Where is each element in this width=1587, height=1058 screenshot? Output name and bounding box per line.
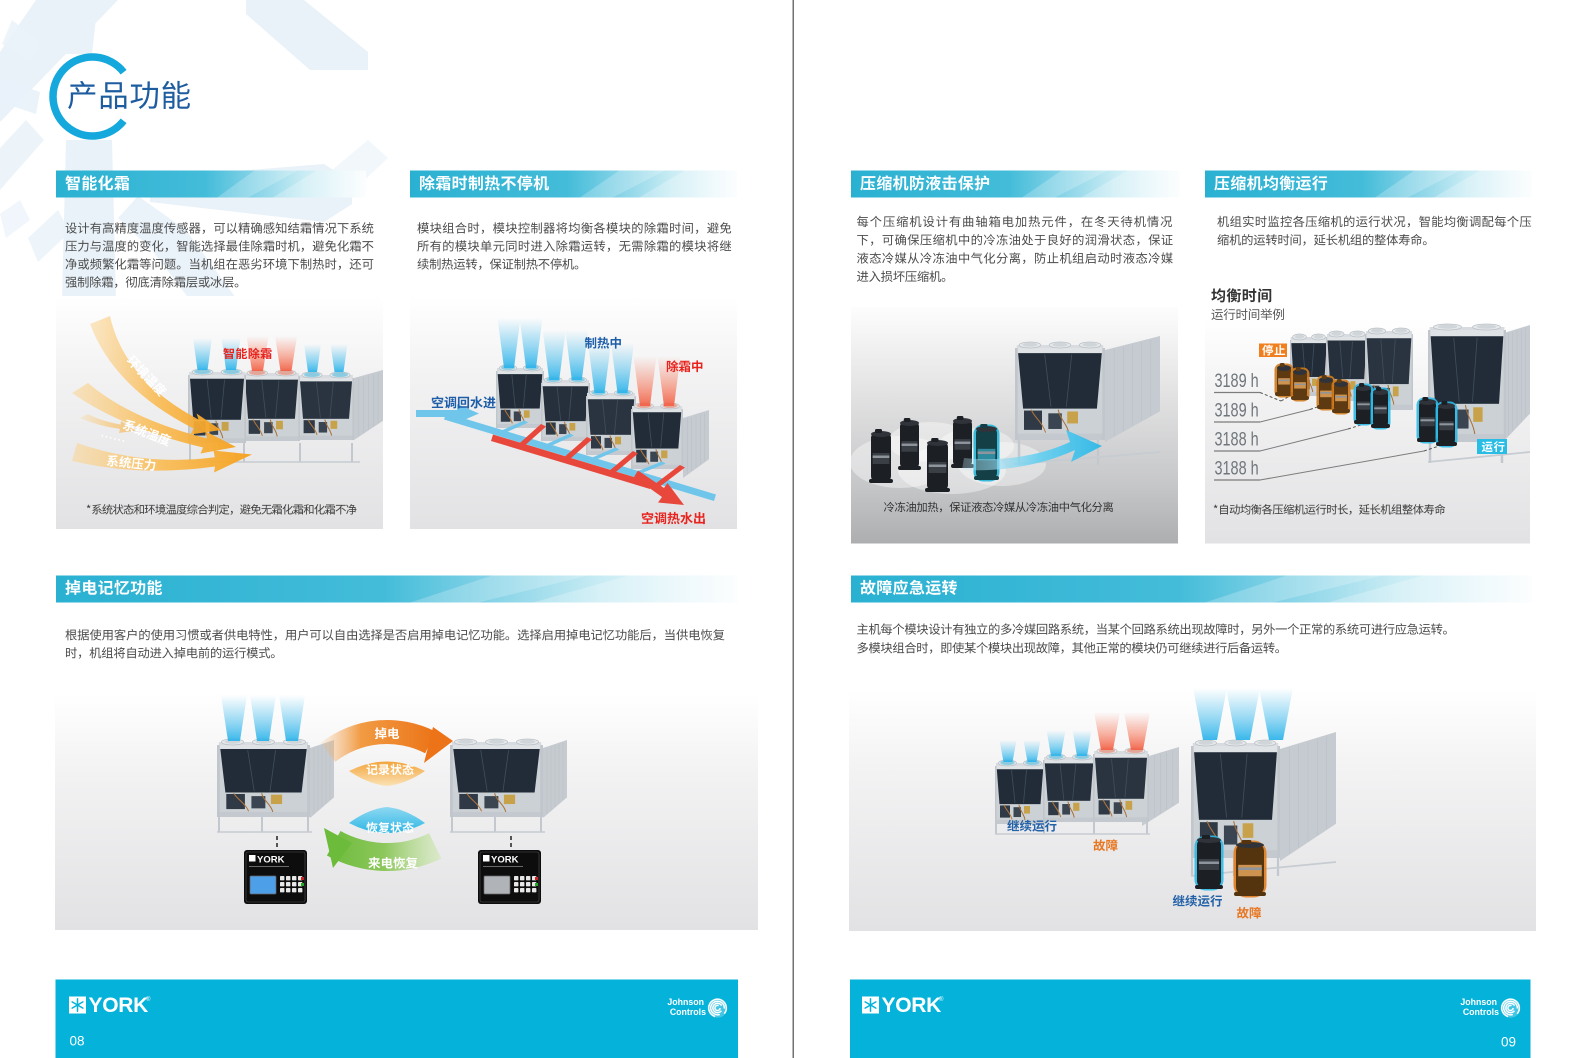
svg-text:YORK: YORK: [89, 994, 149, 1017]
svg-text:3189 h: 3189 h: [1215, 370, 1259, 391]
svg-text:3188 h: 3188 h: [1215, 458, 1259, 479]
svg-text:Johnson: Johnson: [667, 997, 704, 1007]
svg-text:Controls: Controls: [670, 1007, 706, 1017]
svg-text:08: 08: [70, 1034, 85, 1049]
svg-text:®: ®: [939, 996, 944, 1003]
svg-text:3188 h: 3188 h: [1215, 429, 1259, 450]
svg-text:YORK: YORK: [491, 855, 519, 866]
svg-text:09: 09: [1501, 1035, 1516, 1050]
svg-text:3189 h: 3189 h: [1215, 400, 1259, 421]
svg-text:YORK: YORK: [257, 855, 285, 866]
svg-text:Controls: Controls: [1463, 1007, 1499, 1017]
svg-text:YORK: YORK: [882, 994, 942, 1017]
svg-text:Johnson: Johnson: [1460, 997, 1497, 1007]
svg-text:®: ®: [146, 996, 151, 1003]
